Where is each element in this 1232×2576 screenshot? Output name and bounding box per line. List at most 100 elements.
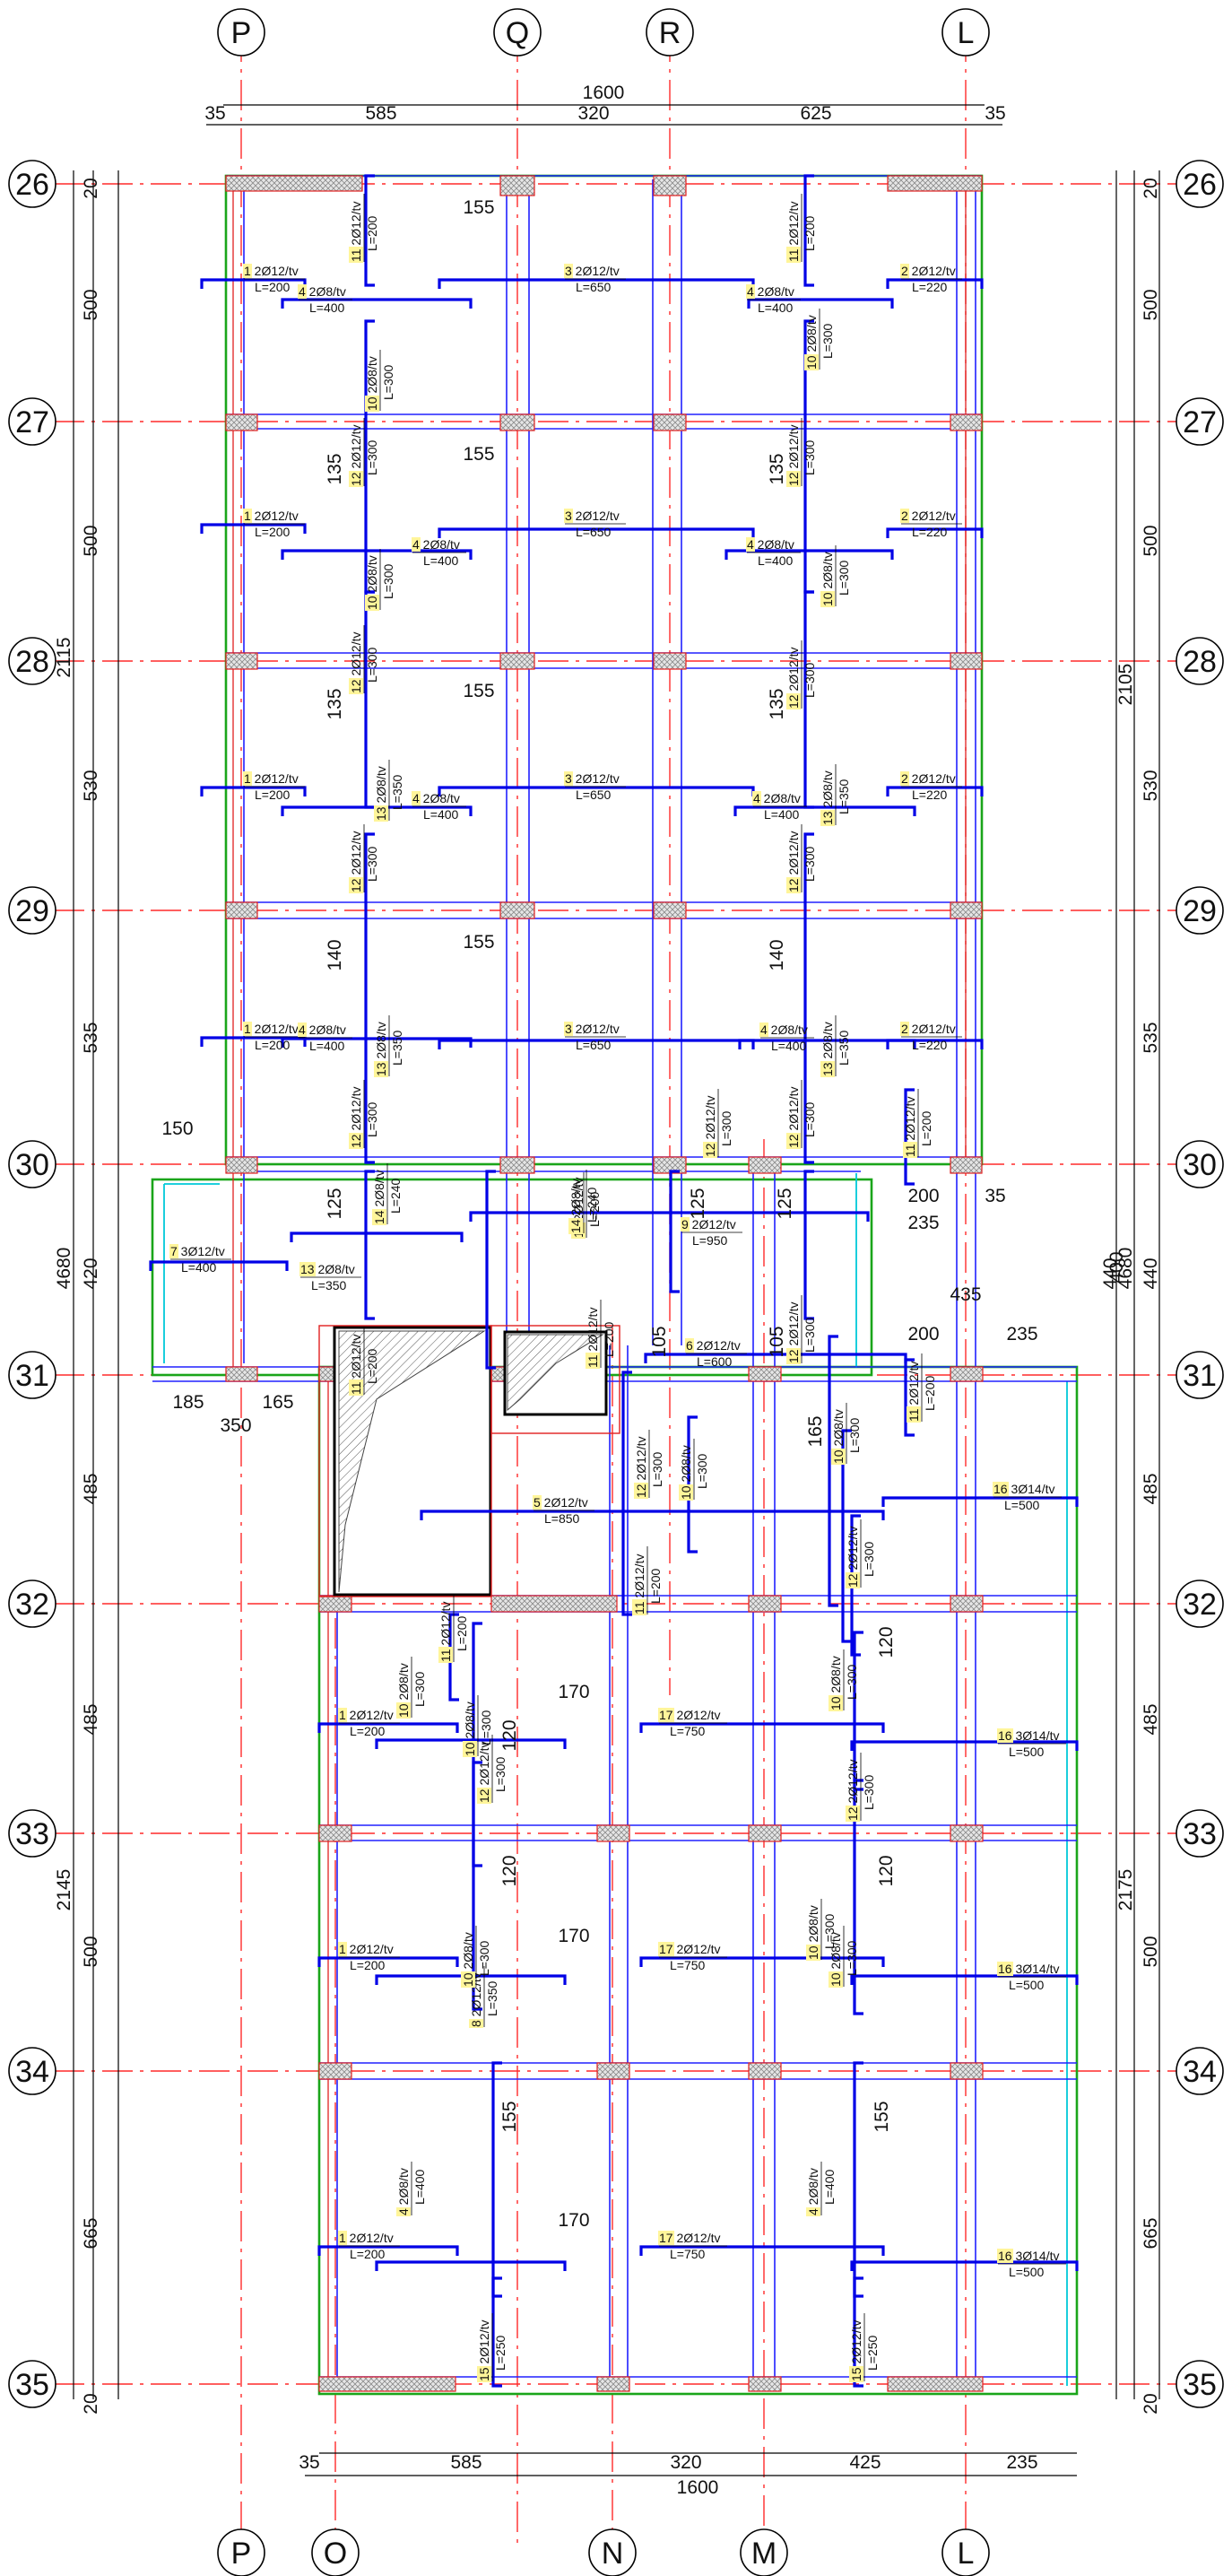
dim-interior: 170: [558, 1682, 589, 1702]
rebar-bar-h: [200, 786, 307, 796]
rebar-length: L=300: [847, 1417, 862, 1453]
rebar-bar-v: [364, 1170, 375, 1320]
dim-right-row: 500: [1141, 289, 1161, 320]
dim-right-row: 485: [1141, 1703, 1161, 1735]
rebar-bar-h: [850, 2260, 1079, 2271]
svg-text:35: 35: [1183, 2368, 1217, 2402]
rebar-bar-v: [621, 1371, 632, 1616]
axis-bubble-top-r: R: [646, 8, 694, 57]
axis-bubble-right-31: 31: [1176, 1351, 1224, 1399]
rebar-label-17: 17 2Ø12/tvL=750: [658, 2231, 727, 2261]
rebar-bar-h: [639, 1722, 885, 1733]
rebar-mark-spec: 13 2Ø8/tv: [820, 1022, 835, 1076]
rebar-mark-spec: 1 2Ø12/tv: [339, 2231, 394, 2245]
dim-right-outer: 4680: [1115, 1248, 1136, 1290]
rebar-length: L=400: [758, 300, 794, 315]
rebar-bar-h: [317, 1956, 459, 1967]
dim-right-outer: 2105: [1115, 664, 1136, 706]
dim-interior: 155: [499, 2101, 520, 2132]
rebar-mark-spec: 16 3Ø14/tv: [998, 1962, 1060, 1976]
rebar-label-2: 2 2Ø12/tvL=220: [900, 264, 962, 294]
rebar-label-4: 4 2Ø8/tvL=400: [298, 1023, 352, 1053]
rebar-length: L=300: [493, 1756, 508, 1792]
rebar-length: L=500: [1004, 1498, 1040, 1512]
rebar-mark-spec: 4 2Ø8/tv: [747, 537, 794, 552]
rebar-bar-v: [364, 174, 375, 287]
rebar-mark-spec: 11 2Ø12/tv: [907, 1362, 921, 1422]
dim-top-segment: 35: [985, 103, 1005, 124]
rebar-bar-h: [738, 1039, 916, 1049]
rebar-length: L=200: [350, 1724, 386, 1738]
rebar-length: L=300: [365, 647, 379, 683]
rebar-mark-spec: 4 2Ø8/tv: [753, 791, 801, 805]
rebar-mark-spec: 17 2Ø12/tv: [659, 1708, 721, 1722]
rebar-length: L=350: [837, 779, 851, 814]
rebar-mark-spec: 4 2Ø8/tv: [747, 284, 794, 299]
rebar-length: L=400: [423, 553, 459, 568]
rebar-bar-v: [472, 1761, 482, 2011]
rebar-mark-spec: 12 2Ø12/tv: [786, 1302, 801, 1364]
axis-bubble-right-26: 26: [1176, 160, 1224, 208]
rebar-bar-v: [841, 1429, 852, 1643]
rebar-label-17: 17 2Ø12/tvL=750: [658, 1708, 727, 1738]
rebar-length: L=300: [803, 662, 817, 698]
svg-text:R: R: [659, 16, 681, 50]
rebar-bar-h: [438, 1039, 755, 1049]
rebar-mark-spec: 12 2Ø12/tv: [786, 1087, 801, 1149]
rebar-label-16: 16 3Ø14/tvL=500: [997, 1728, 1066, 1759]
rebar-label-1: 1 2Ø12/tvL=200: [243, 1022, 305, 1052]
rebar-bar-h: [375, 1738, 567, 1749]
rebar-bar-h: [850, 1974, 1079, 1985]
dim-top-segment: 35: [204, 103, 225, 124]
rebar-length: L=300: [845, 1940, 859, 1976]
rebar-length: L=350: [485, 1980, 499, 2016]
rebar-bar-h: [281, 1037, 473, 1048]
dim-interior: 135: [325, 453, 345, 484]
rebar-mark-spec: 11 2Ø12/tv: [786, 202, 801, 262]
axis-bubble-top-l: L: [941, 8, 990, 57]
dim-interior: 155: [463, 197, 494, 218]
rebar-length: L=200: [602, 1321, 616, 1357]
axis-bubble-bottom-n: N: [588, 2528, 637, 2576]
dim-interior: 120: [499, 1719, 520, 1751]
dim-right-outer: 2175: [1115, 1869, 1136, 1911]
dim-interior: 140: [325, 939, 345, 970]
rebar-label-17: 17 2Ø12/tvL=750: [658, 1942, 727, 1972]
rebar-length: L=300: [862, 1774, 876, 1810]
rebar-length: L=220: [912, 788, 948, 802]
rebar-bar-v: [803, 832, 814, 1164]
rebar-bar-v: [828, 1335, 838, 1607]
rebar-length: L=250: [865, 2335, 880, 2371]
rebar-mark-spec: 10 2Ø8/tv: [831, 1409, 846, 1464]
dim-interior: 125: [688, 1188, 708, 1219]
rebar-length: L=200: [455, 1615, 469, 1651]
rebar-length: L=200: [365, 1348, 379, 1384]
dim-right-row: 20: [1141, 178, 1161, 198]
dim-left-row: 535: [81, 1022, 101, 1053]
rebar-label-1: 1 2Ø12/tvL=200: [243, 264, 305, 294]
dim-interior: 105: [767, 1326, 787, 1357]
axis-bubble-left-28: 28: [8, 637, 56, 685]
svg-text:29: 29: [15, 894, 49, 928]
dim-left-row: 20: [81, 2393, 101, 2414]
axis-bubble-left-32: 32: [8, 1580, 56, 1628]
dim-interior: 350: [220, 1415, 251, 1436]
dim-interior: 435: [950, 1284, 981, 1305]
rebar-label-1: 1 2Ø12/tvL=200: [338, 1708, 400, 1738]
rebar-label-6: 6 2Ø12/tvL=600: [685, 1338, 747, 1369]
rebar-bar-h: [317, 2245, 459, 2256]
rebar-label-1: 1 2Ø12/tvL=200: [338, 2231, 400, 2261]
rebar-length: L=350: [311, 1278, 347, 1292]
